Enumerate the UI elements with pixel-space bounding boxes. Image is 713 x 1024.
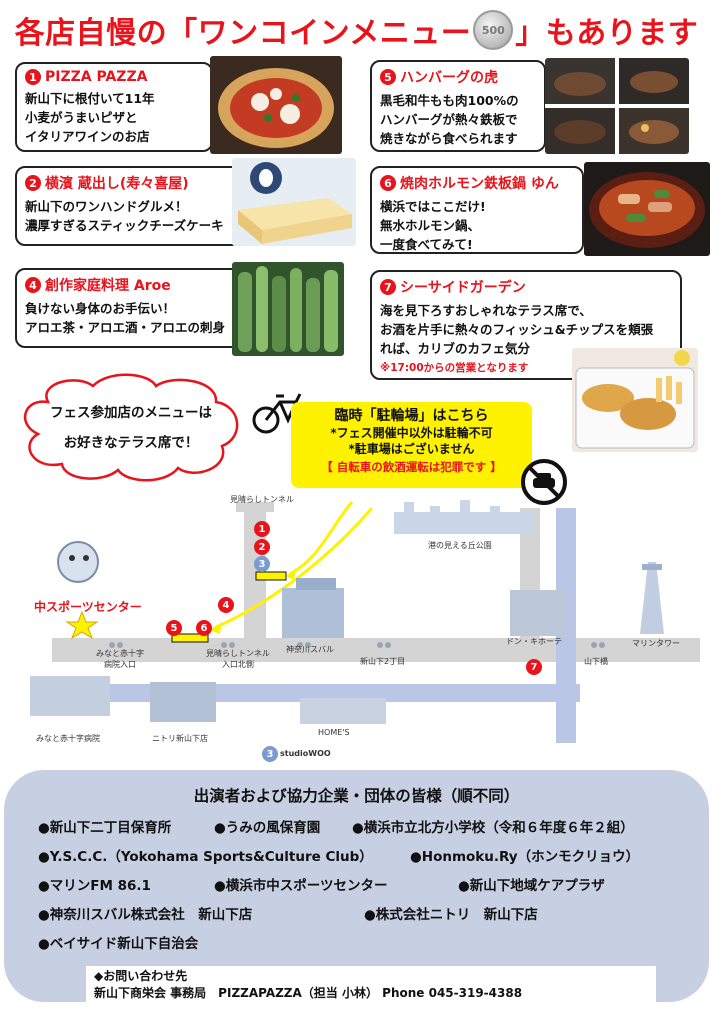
label-subaru: 神奈川スバル: [286, 645, 334, 654]
store-number-4: 4: [25, 277, 41, 293]
store-name-7: シーサイドガーデン: [400, 280, 526, 296]
bicycle-line-1: *フェス開催中以外は駐輪不可: [330, 426, 493, 440]
store-desc-6a: 横浜ではここだけ!: [380, 199, 486, 214]
store-desc-7a: 海を見下ろすおしゃれなテラス席で、: [380, 303, 592, 318]
horumon-photo: [584, 162, 710, 256]
sponsor-item-3: ●横浜市立北方小学校（令和６年度６年２組）: [352, 820, 634, 836]
sponsor-item-2: ●うみの風保育園: [214, 820, 321, 836]
label-yamashita: 山下橋: [584, 657, 608, 666]
bicycle-line-2: *駐車場はございません: [348, 442, 475, 456]
store-desc-7c: れば、カリブのカフェ気分: [380, 341, 531, 356]
sponsor-item-5: ●Honmoku.Ry（ホンモクリョウ）: [410, 849, 640, 865]
store-desc-7b: お酒を片手に熱々のフィッシュ&チップスを頬張: [380, 322, 654, 337]
area-map: [30, 500, 700, 743]
sponsor-item-1: ●新山下二丁目保育所: [38, 820, 172, 836]
coin-icon: 500: [473, 10, 514, 50]
label-marine-tower: マリンタワー: [632, 639, 680, 648]
hamburg-photo: [545, 58, 689, 154]
store-note-7: ※17:00からの営業となります: [380, 362, 529, 374]
sponsor-item-10: ●株式会社ニトリ 新山下店: [364, 907, 538, 923]
label-sports-center: 中スポーツセンター: [34, 600, 142, 614]
bicycle-title: 臨時「駐輪場」はこちら: [334, 408, 489, 424]
store-desc-4b: アロエ茶・アロエ酒・アロエの刺身: [25, 320, 226, 335]
store-desc-1c: イタリアワインのお店: [25, 129, 150, 144]
store-desc-5c: 焼きながら食べられます: [380, 131, 518, 146]
store-name-4: 創作家庭料理 Aroe: [45, 278, 171, 294]
sponsor-item-8: ●新山下地域ケアプラザ: [458, 878, 605, 894]
sponsor-item-4: ●Y.S.C.C.（Yokohama Sports&Culture Club）: [38, 849, 373, 865]
speech-cloud: [23, 373, 239, 482]
fish-and-chips-photo: [572, 348, 698, 452]
aloe-photo: [232, 262, 344, 356]
store-number-7: 7: [380, 279, 396, 295]
map-pin-7: 7: [526, 659, 542, 675]
map-pin-5: 5: [166, 620, 182, 636]
cloud-line-1: フェス参加店のメニューは: [50, 405, 212, 421]
pizza-photo: [210, 56, 342, 154]
label-tunnel-north: 見晴らしトンネル 入口北側: [206, 649, 270, 669]
label-tunnel-top: 見晴らしトンネル: [230, 495, 294, 504]
label-homes: HOME'S: [318, 728, 350, 737]
bicycle-warning: 【 自転車の飲酒運転は犯罪です 】: [321, 460, 502, 474]
cloud-line-2: お好きなテラス席で！: [63, 435, 199, 451]
store-name-2: 横濱 蔵出し(寿々喜屋): [45, 176, 189, 192]
store-desc-5a: 黒毛和牛もも肉100%の: [380, 93, 519, 108]
headline: 各店自慢の「ワンコインメニュー 500 」もあります: [0, 6, 713, 54]
map-pin-3: 3: [254, 556, 270, 572]
map-pin-4: 4: [218, 597, 234, 613]
label-hospital: みなと赤十字病院: [36, 734, 100, 743]
sponsor-item-9: ●神奈川スバル株式会社 新山下店: [38, 907, 253, 923]
contact-box: ◆お問い合わせ先 新山下商栄会 事務局 PIZZAPAZZA（担当 小林） Ph…: [86, 966, 656, 1006]
no-car-icon: [521, 459, 567, 505]
map-pin-1: 1: [254, 521, 270, 537]
label-nitori: ニトリ新山下店: [152, 734, 208, 743]
contact-line: 新山下商栄会 事務局 PIZZAPAZZA（担当 小林） Phone 045-3…: [94, 986, 523, 1000]
map-pin-3-studio: 3: [262, 746, 278, 762]
contact-title: ◆お問い合わせ先: [94, 969, 188, 983]
store-number-6: 6: [380, 175, 396, 191]
store-number-5: 5: [380, 69, 396, 85]
store-desc-6b: 無水ホルモン鍋、: [380, 218, 481, 233]
sponsor-title: 出演者および協力企業・団体の皆様（順不同）: [193, 787, 520, 805]
store-desc-6c: 一度食べてみて!: [380, 237, 473, 252]
store-number-2: 2: [25, 175, 41, 191]
cheesecake-photo: [232, 158, 356, 246]
map-pin-6: 6: [196, 620, 212, 636]
store-desc-2b: 濃厚すぎるスティックチーズケーキ: [25, 218, 224, 233]
store-desc-1b: 小麦がうまいピザと: [25, 110, 138, 125]
store-desc-2a: 新山下のワンハンドグルメ！: [25, 199, 188, 214]
store-number-1: 1: [25, 69, 41, 85]
map-pin-2: 2: [254, 539, 270, 555]
headline-part2: 」もあります: [515, 16, 699, 51]
store-name-5: ハンバーグの虎: [400, 70, 498, 86]
store-desc-4a: 負けない身体のお手伝い！: [25, 301, 176, 316]
label-hospital-entrance: みなと赤十字 病院入口: [96, 649, 144, 669]
label-studio: studioWOO: [280, 749, 331, 758]
sponsor-item-7: ●横浜市中スポーツセンター: [214, 878, 388, 894]
label-shinyamashita: 新山下2丁目: [360, 657, 406, 666]
bicycle-parking-notice: 臨時「駐輪場」はこちら *フェス開催中以外は駐輪不可 *駐車場はございません 【…: [291, 402, 532, 488]
label-donki: ドン・キホーテ: [506, 637, 562, 646]
label-park: 港の見える丘公園: [428, 541, 492, 550]
sponsor-item-11: ●ベイサイド新山下自治会: [38, 936, 199, 952]
store-desc-5b: ハンバーグが熱々鉄板で: [380, 112, 518, 127]
store-desc-1a: 新山下に根付いて11年: [25, 91, 155, 106]
sponsor-item-6: ●マリンFM 86.1: [38, 878, 151, 894]
store-name-1: PIZZA PAZZA: [45, 69, 148, 85]
sponsor-section: 出演者および協力企業・団体の皆様（順不同）: [4, 770, 709, 1002]
store-name-6: 焼肉ホルモン鉄板鍋 ゆん: [400, 176, 559, 192]
headline-part1: 各店自慢の「ワンコインメニュー: [14, 16, 472, 51]
cloud-text: フェス参加店のメニューは お好きなテラス席で！: [18, 398, 244, 458]
